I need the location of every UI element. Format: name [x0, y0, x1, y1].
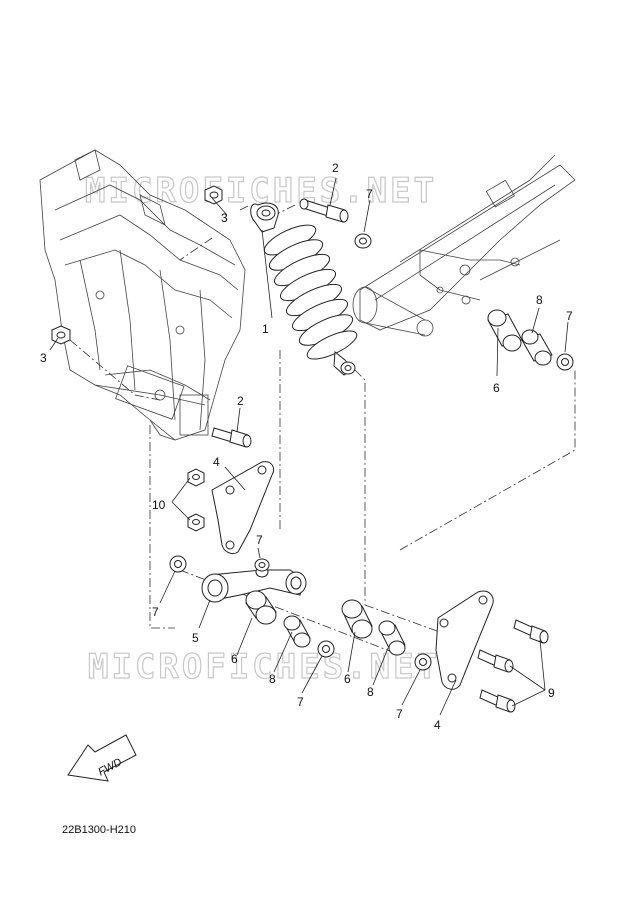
callout-7-mid: 7	[256, 533, 263, 547]
callout-2-top: 2	[332, 161, 339, 175]
callout-7-right: 7	[566, 309, 573, 323]
callout-labels: 1 2 2 3 3 4 4 5 6 6 6 7 7 7 7 7 7 8 8 8 …	[40, 161, 573, 732]
nut-10-lower	[187, 513, 205, 532]
washer-top-right	[354, 233, 372, 249]
callout-9: 9	[548, 686, 555, 700]
callout-6-center: 6	[344, 672, 351, 686]
fwd-arrow: FWD	[67, 734, 137, 782]
washer-right	[556, 353, 574, 371]
washer-bottom-right	[414, 653, 432, 671]
nut-10-upper	[187, 468, 205, 487]
watermark-top: MICROFICHES.NET	[85, 171, 437, 211]
washer-bottom-mid	[317, 640, 335, 658]
bolt-9-bottom	[479, 689, 516, 713]
collar-right	[521, 329, 553, 366]
swingarm	[352, 154, 576, 337]
callout-1: 1	[262, 322, 269, 336]
bracket-right	[435, 590, 494, 690]
watermark-bottom: MICROFICHES.NET	[88, 647, 440, 687]
callout-10: 10	[152, 498, 166, 512]
callout-7-left: 7	[152, 605, 159, 619]
bushing-center	[341, 599, 373, 639]
callout-8-center: 8	[367, 685, 374, 699]
washer-mid	[254, 558, 270, 572]
shock-coil-spring	[263, 224, 358, 360]
nut-left	[51, 325, 71, 345]
callout-6-left: 6	[231, 652, 238, 666]
bolt-top	[299, 198, 349, 223]
callout-3-left: 3	[40, 351, 47, 365]
nut-top	[204, 185, 223, 205]
callout-5: 5	[192, 631, 199, 645]
callout-4-left: 4	[213, 455, 220, 469]
collar-center	[378, 620, 406, 656]
leader-lines	[49, 177, 569, 716]
callout-7-bottom-right: 7	[396, 707, 403, 721]
callout-6-right: 6	[493, 381, 500, 395]
callout-7-top: 7	[366, 187, 373, 201]
diagram-code: 22B1300-H210	[62, 824, 136, 836]
callout-8-left: 8	[269, 672, 276, 686]
callout-8-right: 8	[536, 293, 543, 307]
bracket-left	[211, 461, 275, 555]
bushing-right	[487, 309, 523, 352]
bolt-9-top	[513, 619, 549, 644]
callout-2-lower: 2	[237, 394, 244, 408]
bolt-lower	[211, 427, 252, 448]
bushing-left	[245, 590, 277, 625]
bolt-9-middle	[477, 649, 514, 673]
washer-left	[169, 555, 187, 573]
relay-arm	[201, 566, 307, 603]
rear-shock-absorber	[250, 202, 358, 376]
callout-3-top: 3	[221, 211, 228, 225]
collar-left	[283, 615, 311, 648]
callout-4-right: 4	[434, 718, 441, 732]
callout-7-bottom-mid: 7	[297, 695, 304, 709]
